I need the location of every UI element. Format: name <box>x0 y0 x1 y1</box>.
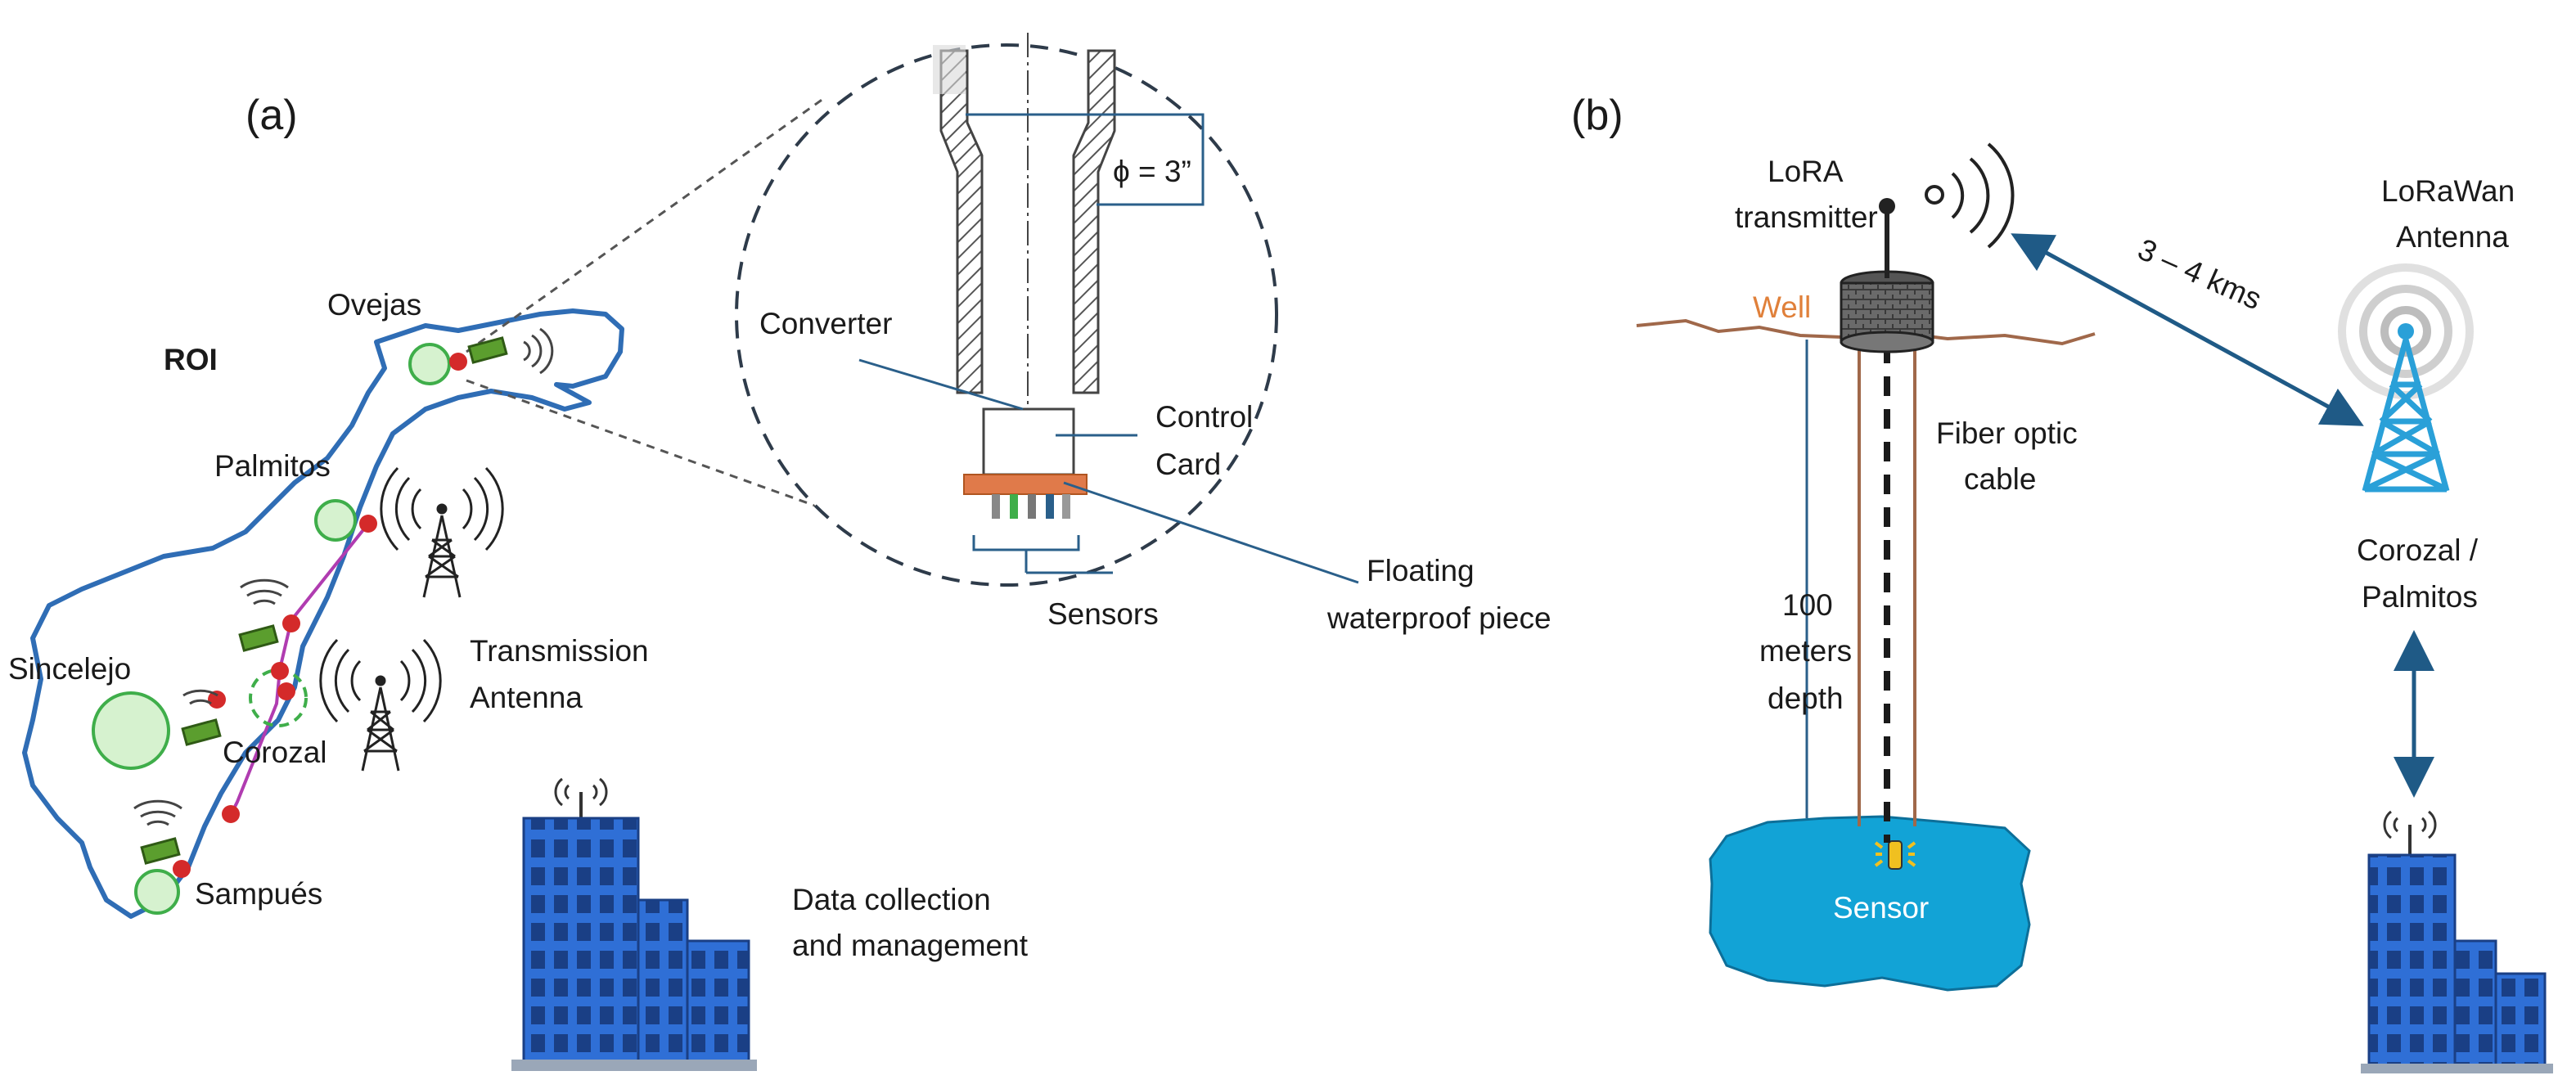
region-outline <box>22 308 624 919</box>
signal-icon <box>133 799 182 826</box>
sensor-icon <box>1874 840 1916 870</box>
transmission-antenna-label-1: Transmission <box>470 634 649 668</box>
well-shaft <box>1858 344 1916 843</box>
gateway-label-1: LoRaWan <box>2381 174 2515 208</box>
sensor-housing-detail: ϕ = 3” <box>735 33 1359 587</box>
node <box>277 682 295 700</box>
floating-piece-label-1: Floating <box>1367 554 1475 587</box>
device <box>181 718 222 746</box>
node <box>282 614 300 632</box>
control-card-label-2: Card <box>1155 448 1221 481</box>
control-card-box <box>982 407 1075 476</box>
signal-icon <box>1925 185 1944 205</box>
node <box>359 515 377 533</box>
town-corozal-label: Corozal <box>223 736 327 769</box>
distance-label: 3 – 4 kms <box>2133 232 2267 317</box>
town-ovejas-label: Ovejas <box>327 288 421 322</box>
node <box>449 353 467 371</box>
location-label-2: Palmitos <box>2362 580 2478 614</box>
control-card-label-1: Control <box>1155 400 1253 434</box>
gateway-label-2: Antenna <box>2396 220 2509 254</box>
device <box>140 837 181 865</box>
sensor-nodes <box>173 353 467 878</box>
device <box>467 336 508 364</box>
transmission-tower-1 <box>380 466 504 598</box>
town-ovejas: Ovejas <box>327 288 451 385</box>
town-palmitos: Palmitos <box>214 449 357 542</box>
panel-a-label: (a) <box>245 92 298 139</box>
well-head <box>1840 270 1934 353</box>
town-sincelejo-label: Sincelejo <box>8 652 131 686</box>
signal-waves-small <box>133 327 554 826</box>
transmission-tower-2 <box>319 638 442 772</box>
groundwater <box>1709 815 2031 992</box>
lora-transmitter <box>1879 142 2015 278</box>
floating-piece-label-2: waterproof piece <box>1326 601 1551 635</box>
device <box>238 624 279 652</box>
signal-icon <box>240 578 289 605</box>
pipe-wall-right <box>1072 49 1116 394</box>
data-center-label-2: and management <box>792 929 1029 962</box>
well-label: Well <box>1753 290 1811 324</box>
depth-label-2: meters <box>1759 634 1852 668</box>
town-corozal: Corozal <box>223 668 327 769</box>
transmitter-label-2: transmitter <box>1735 200 1878 234</box>
signal-icon <box>182 689 218 705</box>
signal-icon <box>523 327 554 375</box>
network-links <box>227 522 370 819</box>
transmitter-label-1: LoRA <box>1768 155 1844 188</box>
server-building <box>2361 810 2553 1073</box>
fiber-label-1: Fiber optic <box>1936 416 2078 450</box>
location-label-1: Corozal / <box>2357 533 2479 567</box>
node <box>222 805 240 823</box>
sensor-probes <box>992 494 1070 519</box>
transmission-antenna-label-2: Antenna <box>470 681 583 714</box>
town-sincelejo: Sincelejo <box>8 652 170 770</box>
sensor-label: Sensor <box>1833 891 1929 925</box>
node <box>271 662 289 680</box>
pipe-wall-left <box>939 49 984 394</box>
converter-label: Converter <box>759 307 892 340</box>
town-sampues-label: Sampués <box>195 877 322 911</box>
node <box>208 691 226 709</box>
diameter-label: ϕ = 3” <box>1113 155 1191 188</box>
town-sampues: Sampués <box>134 869 322 915</box>
lorawan-antenna <box>2338 263 2474 493</box>
fiber-label-2: cable <box>1964 462 2036 496</box>
depth-label-1: 100 <box>1782 588 1833 622</box>
node <box>173 860 191 878</box>
sensors-label: Sensors <box>1047 597 1159 631</box>
data-center-building <box>511 777 757 1071</box>
data-center-label-1: Data collection <box>792 883 991 916</box>
roi-label: ROI <box>164 343 218 376</box>
panel-b-label: (b) <box>1571 92 1624 139</box>
distance-arrow <box>2011 233 2364 426</box>
depth-label-3: depth <box>1768 682 1844 715</box>
town-palmitos-label: Palmitos <box>214 449 331 483</box>
lora-devices <box>140 336 508 865</box>
